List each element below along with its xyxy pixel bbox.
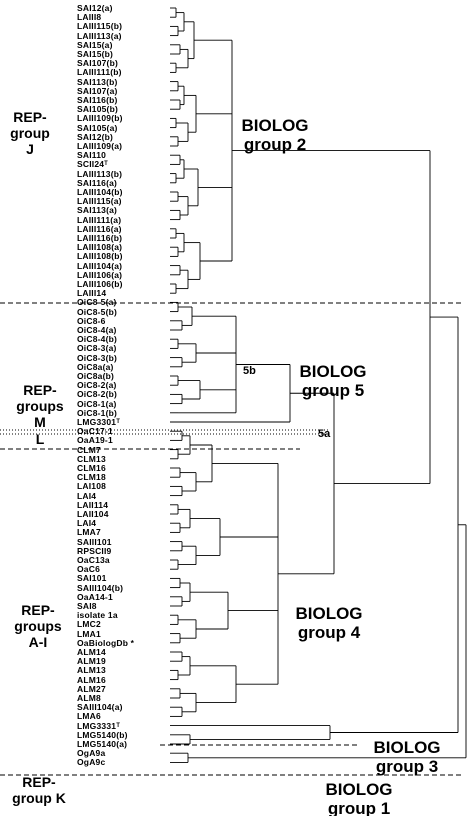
leaf-label: LAIII8: [77, 12, 102, 23]
leaf-label: SAI12(a): [77, 3, 113, 13]
leaf-label: SAI110: [77, 150, 107, 161]
leaf-label: SAI116(a): [77, 177, 118, 188]
leaf-label: LAI4: [77, 490, 97, 501]
leaf-label: SAI12(b): [77, 131, 114, 142]
leaf-label: isolate 1a: [77, 610, 118, 621]
leaf-label: OiC8-3(a): [77, 343, 117, 354]
leaf-label: SAI113(b): [77, 76, 118, 87]
leaf-label: ALM14: [77, 647, 106, 657]
leaf-label: CLM18: [77, 472, 106, 483]
leaf-label: OiC8a(a): [77, 361, 114, 372]
leaf-label: OiC8-2(b): [77, 389, 118, 400]
leaf-label: SAI107(b): [77, 58, 119, 69]
leaf-label: LAII114: [77, 499, 109, 510]
leaf-label: LMG5140(b): [77, 729, 128, 740]
leaf-label: LAIII104(b): [77, 187, 123, 197]
leaf-label: LAI4: [77, 518, 97, 529]
node-label-5a: 5a: [318, 428, 331, 440]
node-label-5b: 5b: [243, 365, 256, 377]
leaf-label: LMC2: [77, 619, 101, 630]
leaf-label: ALM8: [77, 693, 101, 703]
leaf-label: OaC17-1: [77, 426, 113, 437]
leaf-label: LAIII115(b): [77, 21, 123, 32]
leaf-label: OiC8-1(a): [77, 398, 117, 409]
leaf-label: OiC8-4(a): [77, 325, 117, 335]
leaf-label: LMG3331ᵀ: [77, 720, 121, 731]
rep-group-k-label: REP-group K: [12, 774, 66, 806]
leaf-label: LAIII113(b): [77, 168, 123, 179]
leaf-label: SAI15(a): [77, 39, 113, 50]
leaf-label: LAI108: [77, 481, 107, 492]
leaf-label: SAI116(b): [77, 95, 118, 105]
leaf-label: LAIII14: [77, 288, 107, 299]
leaf-label: ALM27: [77, 683, 106, 694]
leaf-label: CLM13: [77, 453, 106, 464]
leaf-label: LMG5140(a): [77, 739, 128, 749]
leaf-label: SAI105(b): [77, 104, 119, 115]
leaf-label: LAIII106(a): [77, 269, 123, 280]
leaf-label: LAIII108(a): [77, 242, 123, 253]
leaf-label: LMA6: [77, 711, 101, 722]
leaf-label: LAIII104(a): [77, 260, 123, 271]
leaf-label: LMA7: [77, 527, 101, 538]
leaf-label: OiC8-6: [77, 315, 106, 326]
leaf-label: LAIII116(b): [77, 233, 123, 243]
leaf-label: OiC8-3(b): [77, 352, 118, 363]
leaf-label: LAIII106(b): [77, 279, 123, 289]
leaf-label: SAI113(a): [77, 205, 118, 216]
leaf-label: LAII104: [77, 509, 109, 519]
leaf-label: OiC8a(b): [77, 371, 115, 381]
leaf-label: SAIII104(b): [77, 582, 124, 593]
leaf-label: SCII24ᵀ: [77, 159, 109, 170]
leaf-label: RPSCII9: [77, 545, 112, 556]
rep-group-l-label: L: [35, 431, 45, 447]
leaf-label: ALM19: [77, 656, 106, 667]
leaf-label: LAIII113(a): [77, 30, 122, 41]
leaf-label: LMG3301ᵀ: [77, 417, 121, 427]
leaf-label: OiC8-1(b): [77, 407, 118, 418]
leaf-label: SAIII101: [77, 536, 112, 547]
leaf-label: OgA9a: [77, 748, 106, 759]
leaf-label: OiC8-5(a): [77, 297, 117, 308]
leaf-label: OgA9c: [77, 757, 106, 768]
leaf-label: SAI101: [77, 573, 107, 584]
leaf-label: LAIII111(a): [77, 214, 122, 225]
leaf-label: OiC8-4(b): [77, 334, 118, 345]
leaf-label: OiC8-5(b): [77, 306, 118, 317]
leaf-label: LAIII111(b): [77, 67, 122, 78]
leaf-label: SAIII104(a): [77, 702, 123, 713]
leaf-label: LAIII115(a): [77, 196, 122, 207]
leaf-label: SAI105(a): [77, 122, 118, 133]
leaf-label: LAIII116(a): [77, 223, 122, 234]
leaf-label: OaA14-1: [77, 591, 113, 602]
leaf-label: CLM16: [77, 463, 106, 473]
leaf-label: OaA19-1: [77, 435, 113, 446]
leaf-label: ALM16: [77, 674, 106, 685]
leaf-label: ALM13: [77, 665, 106, 676]
leaf-label: LAIII109(a): [77, 141, 123, 151]
leaf-label: LAIII109(b): [77, 113, 123, 124]
leaf-label: LAIII108(b): [77, 251, 123, 262]
leaf-label: OiC8-2(a): [77, 380, 117, 391]
leaf-label: OaC6: [77, 564, 101, 575]
leaf-label: OaC13a: [77, 555, 110, 565]
leaf-label: CLM7: [77, 444, 101, 455]
leaf-label: SAI8: [77, 601, 97, 611]
leaf-label: SAI107(a): [77, 85, 118, 96]
leaf-label: OaBiologDb *: [77, 637, 135, 648]
leaf-label: SAI15(b): [77, 49, 114, 59]
leaf-label: LMA1: [77, 628, 101, 639]
